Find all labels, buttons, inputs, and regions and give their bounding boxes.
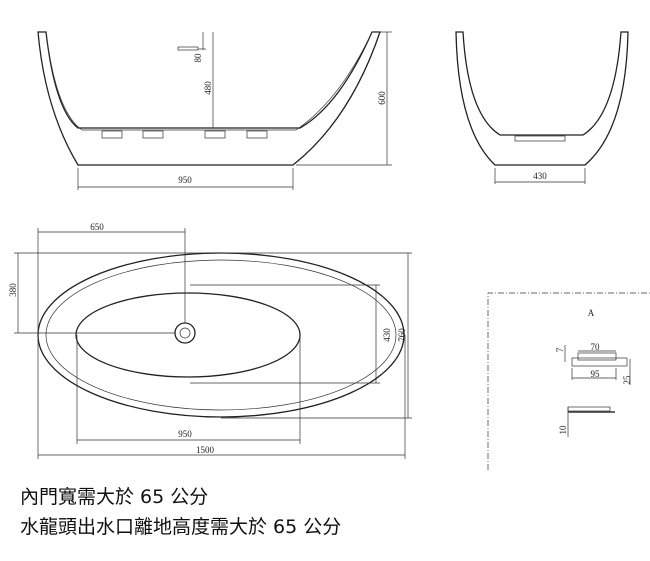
detail-dim-7: 7 [555, 347, 565, 352]
side-view: 950 600 480 80 [37, 31, 392, 190]
detail-dim-95: 95 [591, 369, 601, 379]
dim-overall-length: 1500 [196, 445, 215, 455]
faucet-outlet-marker [177, 46, 199, 51]
note-door-width: 內門寬需大於 65 公分 [20, 486, 209, 508]
dim-faucet-offset: 80 [193, 53, 203, 63]
detail-dim-10: 10 [558, 425, 568, 435]
dim-inner-depth: 480 [203, 81, 213, 95]
plan-view: 650 380 760 430 950 1500 [8, 222, 412, 459]
dim-inner-width: 430 [382, 328, 392, 342]
detail-label: A [588, 308, 595, 318]
dim-overall-width: 760 [397, 328, 407, 342]
dim-total-height: 600 [377, 91, 387, 105]
note-faucet-height: 水龍頭出水口離地高度需大於 65 公分 [20, 516, 342, 538]
detail-dim-25: 25 [622, 375, 632, 385]
dim-base-length: 950 [178, 175, 192, 185]
dim-end-width: 430 [533, 171, 547, 181]
detail-dim-70: 70 [591, 342, 601, 352]
drain-icon [174, 322, 196, 344]
end-view: 430 [455, 31, 629, 184]
dim-drain-from-end: 650 [90, 222, 104, 232]
dim-inner-length: 950 [178, 429, 192, 439]
detail-a: A 70 95 25 7 10 [487, 292, 650, 470]
dim-drain-from-side: 380 [8, 283, 18, 297]
